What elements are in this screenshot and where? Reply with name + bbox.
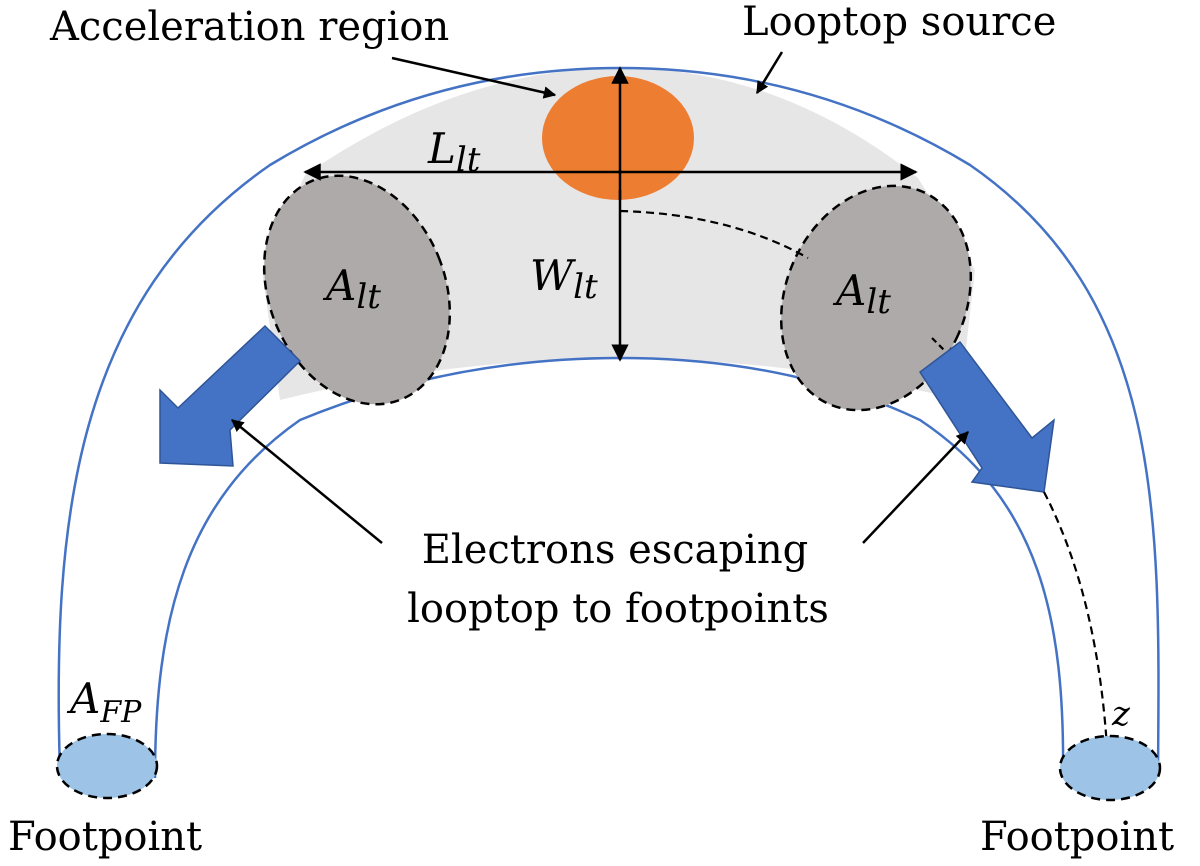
area-right-symbol-sub: lt: [866, 282, 891, 322]
looptop-source-label: Looptop source: [742, 0, 1056, 45]
electrons-pointer-left: [231, 419, 383, 544]
area-left-symbol-main: A: [322, 261, 356, 310]
footpoint-area-symbol-main: A: [66, 674, 100, 723]
acceleration-region: [542, 76, 694, 200]
width-symbol: Wlt: [530, 251, 598, 307]
escape-arrow-right: [918, 340, 1056, 493]
escape-arrow-left: [159, 324, 302, 467]
looptop-area-right: [779, 184, 973, 412]
escape-dashed-connector: [931, 337, 947, 353]
length-symbol-sub: lt: [456, 140, 481, 180]
z-symbol: z: [1111, 694, 1131, 734]
footpoint-area-symbol-sub: FP: [99, 695, 142, 730]
width-symbol-main: W: [530, 251, 577, 300]
area-left-symbol-sub: lt: [356, 277, 381, 317]
footpoint-right-area: [1058, 734, 1162, 802]
footpoint-left-area: [55, 732, 159, 800]
width-symbol-sub: lt: [573, 267, 598, 307]
area-right-symbol-main: A: [832, 266, 866, 315]
looptop-pointer: [755, 51, 784, 95]
z-path: [1043, 491, 1108, 765]
acceleration-pointer: [391, 56, 557, 99]
length-symbol: Llt: [427, 124, 481, 180]
area-right-symbol: Alt: [832, 266, 891, 322]
area-left-symbol: Alt: [322, 261, 381, 317]
electrons-label-line2: looptop to footpoints: [407, 586, 829, 632]
looptop-dashed-path: [619, 209, 809, 259]
footpoint-left-label: Footpoint: [8, 814, 202, 860]
footpoint-right-label: Footpoint: [980, 814, 1174, 860]
electrons-pointer-right: [862, 431, 969, 544]
footpoint-area-symbol: AFP: [66, 674, 142, 730]
length-symbol-main: L: [427, 124, 456, 173]
acceleration-region-label: Acceleration region: [49, 4, 449, 50]
electrons-label-line1: Electrons escaping: [422, 527, 809, 573]
